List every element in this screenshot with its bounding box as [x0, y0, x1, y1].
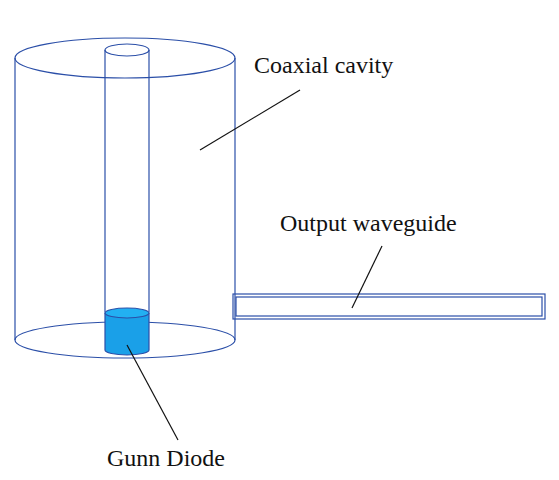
- part-label: Gunn Diode: [107, 445, 225, 471]
- cavity-wall: [14, 58, 15, 340]
- inner-conductor-top: [105, 44, 149, 56]
- inner-conductor: [148, 50, 149, 312]
- leader-line: [200, 90, 300, 150]
- gunn-diode: [105, 308, 149, 355]
- part-label: Coaxial cavity: [254, 52, 393, 78]
- output-waveguide: [233, 294, 545, 319]
- inner-conductor: [104, 50, 105, 312]
- cavity-top: [15, 38, 235, 78]
- leader-line: [352, 246, 382, 308]
- leader-line: [127, 345, 178, 440]
- part-label: Output waveguide: [280, 210, 457, 236]
